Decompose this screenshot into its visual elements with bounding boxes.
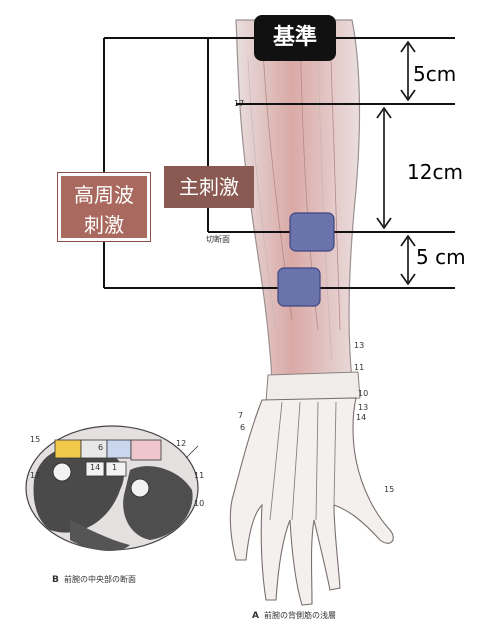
svg-text:14: 14 bbox=[356, 413, 366, 422]
svg-text:1: 1 bbox=[112, 463, 117, 472]
caption-b: 前腕の中央部の断面 bbox=[64, 574, 136, 584]
dimension-lower: 5 cm bbox=[416, 245, 466, 269]
captions: B 前腕の中央部の断面 A 前腕の背側筋の浅層 bbox=[52, 574, 336, 621]
high-frequency-stimulus-label: 高周波 刺激 bbox=[58, 173, 150, 241]
svg-text:6: 6 bbox=[240, 423, 245, 432]
forearm-illustration bbox=[230, 20, 393, 605]
svg-text:14: 14 bbox=[90, 463, 100, 472]
reference-label: 基準 bbox=[254, 15, 336, 61]
caption-a: 前腕の背側筋の浅層 bbox=[264, 610, 336, 620]
svg-text:B: B bbox=[52, 575, 59, 585]
main-stimulus-label: 主刺激 bbox=[164, 166, 254, 208]
high-frequency-line1: 高周波 bbox=[61, 180, 147, 210]
svg-text:7: 7 bbox=[238, 411, 243, 420]
svg-text:11: 11 bbox=[194, 471, 204, 480]
high-frequency-line2: 刺激 bbox=[61, 210, 147, 240]
svg-text:11: 11 bbox=[354, 363, 364, 372]
svg-text:12: 12 bbox=[176, 439, 186, 448]
svg-text:13: 13 bbox=[358, 403, 368, 412]
svg-text:17: 17 bbox=[30, 471, 40, 480]
svg-text:A: A bbox=[252, 611, 259, 621]
svg-text:6: 6 bbox=[98, 443, 103, 452]
svg-text:10: 10 bbox=[194, 499, 204, 508]
dimension-upper: 5cm bbox=[413, 62, 456, 86]
section-marker: 切断面 bbox=[206, 234, 230, 244]
electrode-lower bbox=[278, 268, 320, 306]
cross-section-illustration bbox=[26, 426, 198, 551]
dimension-middle: 12cm bbox=[407, 160, 463, 184]
svg-text:15: 15 bbox=[384, 485, 394, 494]
svg-text:10: 10 bbox=[358, 389, 368, 398]
svg-text:13: 13 bbox=[354, 341, 364, 350]
svg-text:15: 15 bbox=[30, 435, 40, 444]
electrode-upper bbox=[290, 213, 334, 251]
